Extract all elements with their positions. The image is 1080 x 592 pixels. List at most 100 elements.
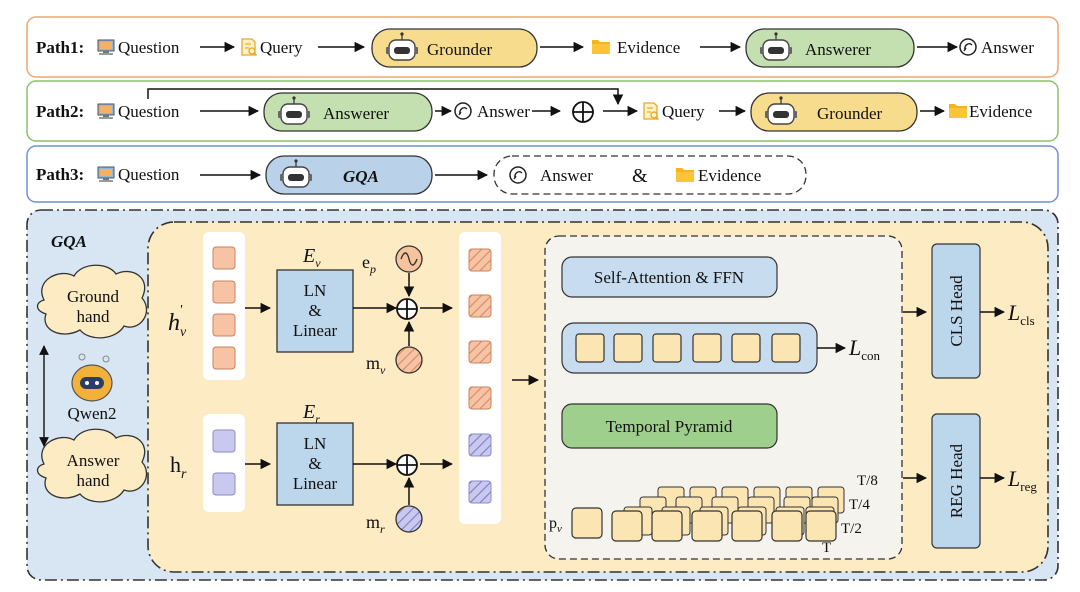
cls-head-label: CLS Head (947, 275, 966, 347)
temporal-pyramid-box (561, 403, 778, 449)
query-icon (241, 38, 258, 57)
path3-evidence: Evidence (698, 166, 761, 185)
path1-grounder: Grounder (427, 40, 492, 59)
path1-query: Query (260, 38, 303, 57)
ln-r-line2: & (308, 454, 321, 473)
cls-head-box (931, 243, 981, 379)
hv-token (212, 246, 236, 270)
path2-label: Path2: (36, 102, 84, 121)
answer-hand-cloud: Answer hand (36, 428, 148, 503)
path2-row: Path2: Question Answerer Answer Query Gr… (26, 80, 1059, 142)
reg-head-label: REG Head (947, 443, 966, 518)
ln-v-line3: Linear (293, 321, 338, 340)
self-attention-box (561, 256, 778, 298)
qwen2-mascot-icon (71, 353, 113, 402)
sequence-token (652, 333, 682, 363)
path2-evidence: Evidence (969, 102, 1032, 121)
pyramid-t2-label: T/2 (841, 521, 862, 537)
mr-mask-icon (395, 505, 423, 533)
add-r-icon (396, 454, 418, 476)
ground-hand-line1: Ground (67, 287, 119, 306)
ground-hand-line2: hand (76, 307, 110, 326)
temporal-pyramid-label: Temporal Pyramid (606, 417, 733, 436)
sequence-token (731, 333, 761, 363)
pyramid-t4-label: T/4 (849, 497, 870, 513)
path1-evidence: Evidence (617, 38, 680, 57)
reg-head-box (931, 413, 981, 549)
ep-label: ep (362, 252, 376, 276)
hr-label: hr (170, 452, 187, 482)
mv-mask-icon (395, 346, 423, 374)
ln-linear-v (276, 269, 354, 353)
hv-token (212, 280, 236, 304)
folder-icon (949, 104, 967, 118)
combined-token (468, 433, 492, 457)
ln-linear-r (276, 422, 354, 506)
path3-amp: & (632, 165, 648, 187)
ln-r-line3: Linear (293, 474, 338, 493)
sequence-token (575, 333, 605, 363)
hr-token (212, 429, 236, 453)
er-label: Er (302, 401, 320, 426)
add-v-icon (396, 298, 418, 320)
lcls-label: Lcls (1007, 300, 1035, 328)
combined-token (468, 248, 492, 272)
path3-gqa: GQA (343, 167, 379, 186)
path1-row: Path1: Question Query Grounder Evidence … (26, 16, 1059, 78)
ln-v-line1: LN (304, 281, 327, 300)
answer-icon (959, 38, 977, 56)
self-attention-label: Self-Attention & FFN (594, 268, 744, 287)
combined-token (468, 386, 492, 410)
answer-icon (509, 166, 527, 184)
path1-question: Question (118, 38, 180, 57)
path2-answerer: Answerer (323, 104, 389, 123)
combined-token (468, 294, 492, 318)
pv-label: pv (549, 515, 562, 535)
hv-label: hv' (168, 303, 187, 340)
path2-grounder: Grounder (817, 104, 882, 123)
pyramid-stack (571, 486, 845, 542)
combined-token (468, 340, 492, 364)
output-box (493, 155, 807, 195)
sequence-token (613, 333, 643, 363)
hv-token (212, 346, 236, 370)
gqa-panel: GQA Ground hand Answer hand Qwen2 (26, 209, 1059, 581)
combined-token (468, 480, 492, 504)
gqa-panel-title: GQA (51, 232, 87, 251)
sequence-token (692, 333, 722, 363)
lreg-label: Lreg (1007, 466, 1037, 494)
folder-icon (592, 40, 610, 54)
path3-row: Path3: Question GQA Answer & Evidence (26, 145, 1059, 203)
path2-query: Query (662, 102, 705, 121)
hv-token (212, 313, 236, 337)
path3-question: Question (118, 165, 180, 184)
sequence-token (771, 333, 801, 363)
positional-encoding-icon (395, 245, 423, 273)
mv-label: mv (366, 353, 386, 377)
folder-icon (676, 168, 694, 182)
path2-answer: Answer (477, 102, 530, 121)
pyramid-t8-label: T/8 (857, 473, 878, 489)
path2-question: Question (118, 102, 180, 121)
path1-label: Path1: (36, 38, 84, 57)
ev-label: Ev (302, 245, 321, 270)
path1-answer: Answer (981, 38, 1034, 57)
lcon-label: Lcon (848, 335, 881, 363)
answer-hand-line1: Answer (67, 451, 120, 470)
path3-label: Path3: (36, 165, 84, 184)
hr-token (212, 472, 236, 496)
qwen2-label: Qwen2 (67, 404, 116, 423)
encoder-block (544, 235, 903, 560)
mr-label: mr (366, 512, 385, 536)
ground-hand-cloud: Ground hand (36, 264, 148, 339)
ln-v-line2: & (308, 301, 321, 320)
sum-icon (572, 101, 594, 123)
query-icon (643, 102, 660, 121)
ln-r-line1: LN (304, 434, 327, 453)
answer-hand-line2: hand (76, 471, 110, 490)
answer-icon (454, 102, 472, 120)
path1-answerer: Answerer (805, 40, 871, 59)
path3-answer: Answer (540, 166, 593, 185)
pyramid-t-label: T (822, 540, 831, 556)
